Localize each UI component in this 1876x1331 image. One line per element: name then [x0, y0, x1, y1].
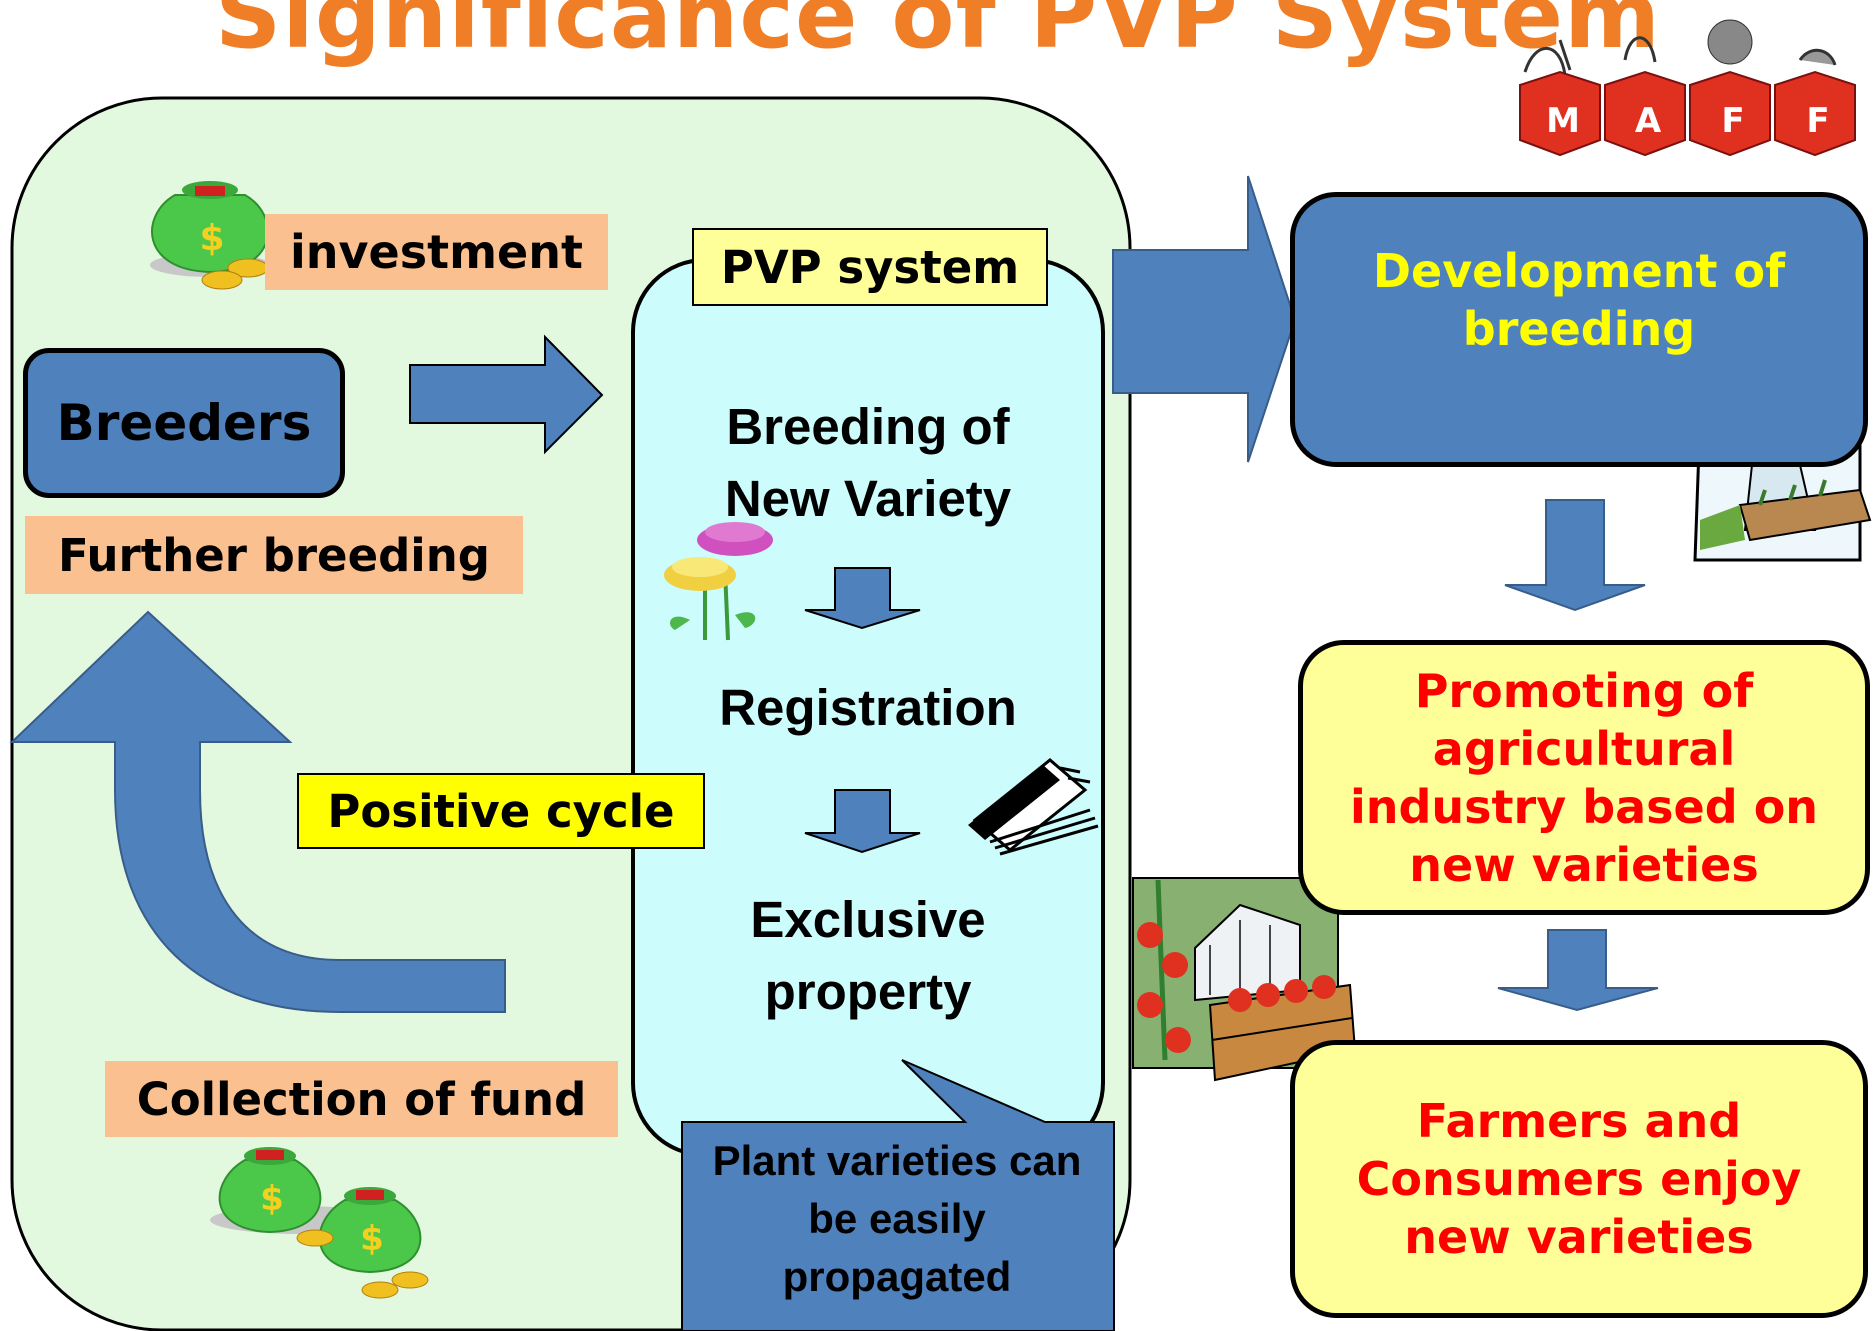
maff-logo: M A F F — [1519, 19, 1856, 157]
maff-letter-a: A — [1635, 101, 1662, 141]
callout-propagation: Plant varieties can be easily propagated — [712, 1137, 1082, 1300]
development-box: Development of breeding — [1290, 192, 1868, 467]
svg-text:$: $ — [260, 1179, 284, 1219]
money-bag-icon: $ — [150, 181, 270, 290]
flower-icon — [664, 522, 773, 641]
breeders-box: Breeders — [23, 348, 345, 498]
arrow-breeders-to-pvp — [409, 334, 604, 455]
svg-text:$: $ — [199, 218, 224, 259]
positive-cycle-label: Positive cycle — [297, 773, 705, 849]
step-registration: Registration — [719, 679, 1017, 736]
step-exclusive-property: Exclusive property — [750, 891, 986, 1020]
maff-letter-f1: F — [1721, 101, 1744, 141]
further-breeding-label: Further breeding — [25, 516, 523, 594]
certificate-icon — [968, 758, 1099, 856]
arrow-down-1 — [804, 567, 921, 630]
svg-text:$: $ — [360, 1219, 384, 1259]
collection-of-fund-label: Collection of fund — [105, 1061, 618, 1137]
arrow-down-right-2 — [1497, 929, 1659, 1012]
arrow-to-development — [1112, 175, 1297, 463]
page-title: Significance of PVP System — [215, 0, 1661, 69]
callout-shape — [681, 1059, 1115, 1331]
cycle-arrow — [9, 610, 506, 1013]
investment-label: investment — [265, 214, 608, 290]
maff-letter-f2: F — [1806, 101, 1829, 141]
farmers-box: Farmers and Consumers enjoy new varietie… — [1290, 1040, 1868, 1318]
promoting-box: Promoting of agricultural industry based… — [1298, 640, 1870, 915]
step-breeding-new-variety: Breeding of New Variety — [724, 398, 1012, 527]
maff-letter-m: M — [1546, 101, 1580, 141]
arrow-down-right-1 — [1504, 499, 1646, 612]
pvp-system-label: PVP system — [692, 228, 1048, 306]
money-bags-icon: $ $ — [210, 1147, 429, 1299]
arrow-down-2 — [804, 789, 921, 854]
